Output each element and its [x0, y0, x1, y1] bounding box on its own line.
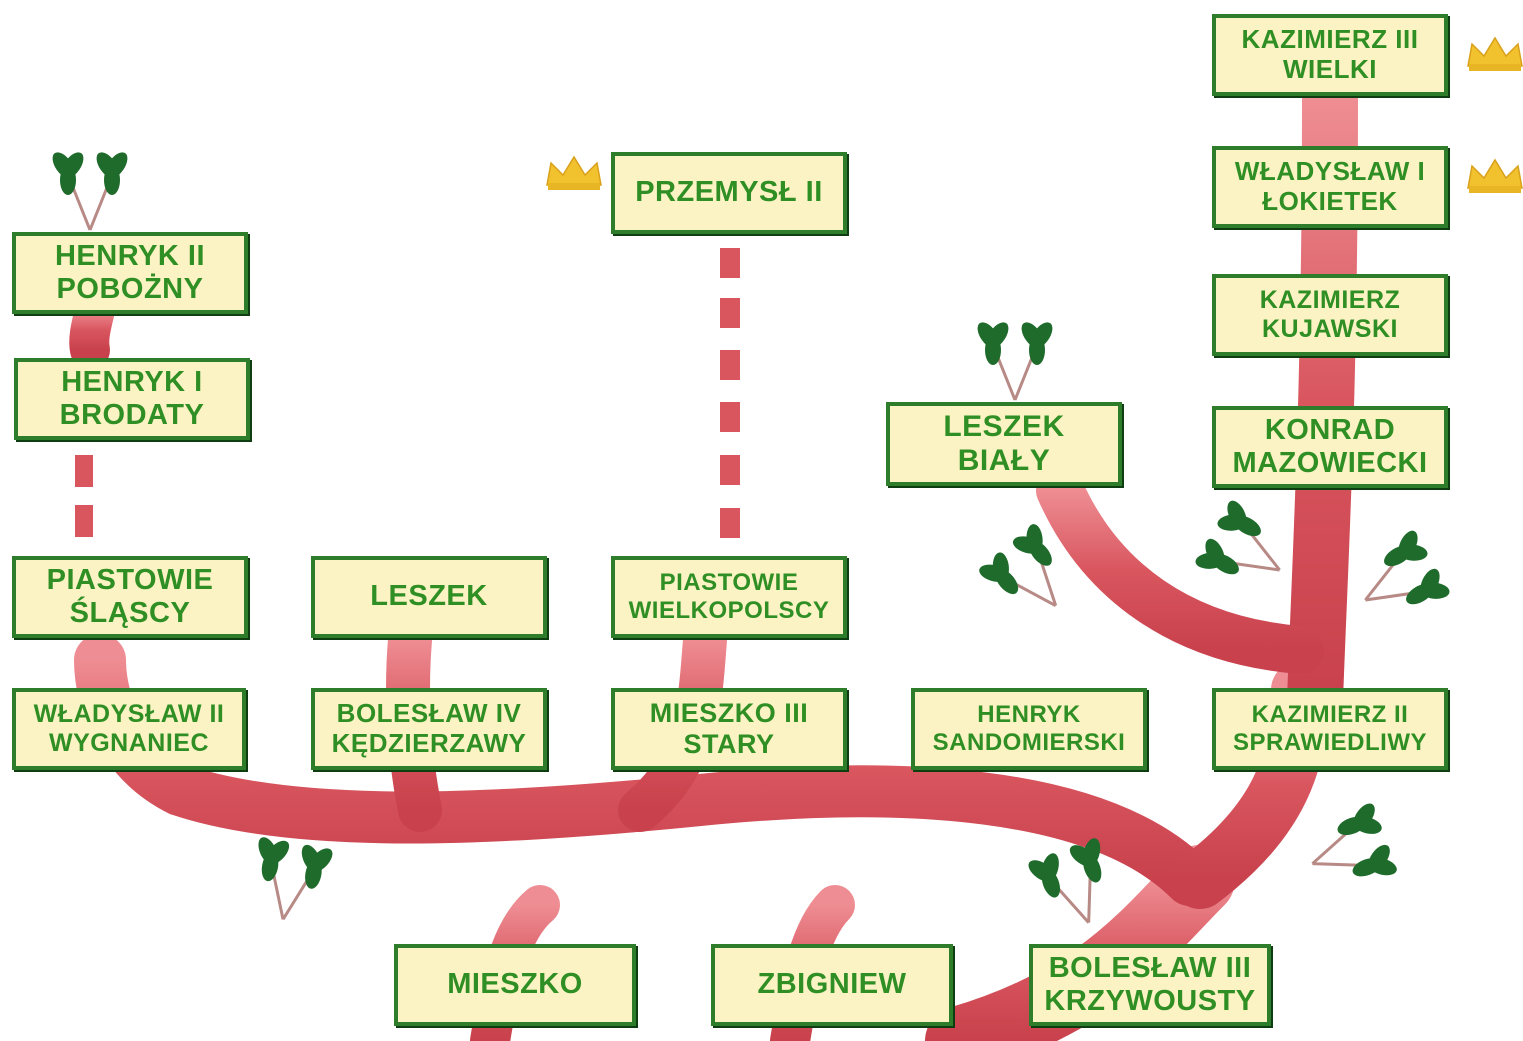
- branch-leszek-bialy: [1036, 466, 1324, 674]
- leaf-icon: [977, 322, 1053, 401]
- node-line: WYGNANIEC: [48, 729, 210, 757]
- node-line: ŚLĄSCY: [69, 597, 191, 629]
- node-przemysl-ii: PRZEMYSŁ II: [611, 152, 847, 234]
- node-line: LESZEK: [370, 580, 488, 613]
- crown-icon: [1467, 36, 1523, 71]
- leaf-icon: [1364, 530, 1450, 605]
- node-line: SPRAWIEDLIWY: [1232, 729, 1427, 756]
- node-line: HENRYK I: [61, 365, 203, 398]
- node-line: WIELKI: [1283, 54, 1377, 84]
- leaf-icon: [1028, 838, 1102, 924]
- node-line: BOLESŁAW IV: [336, 698, 522, 729]
- crown-icon: [546, 155, 602, 190]
- node-line: MIESZKO: [447, 968, 583, 1001]
- node-line: WŁADYSŁAW II: [33, 700, 225, 729]
- node-line: SANDOMIERSKI: [932, 729, 1126, 756]
- leaf-icon: [1195, 500, 1281, 575]
- node-line: WŁADYSŁAW I: [1234, 156, 1426, 187]
- node-line: BOLESŁAW III: [1048, 951, 1252, 984]
- node-line: KUJAWSKI: [1262, 315, 1398, 343]
- leaf-icon: [1311, 803, 1397, 877]
- leaf-icon: [52, 152, 128, 231]
- node-line: POBOŻNY: [56, 273, 204, 305]
- node-line: ZBIGNIEW: [757, 968, 907, 1001]
- node-line: KAZIMIERZ II: [1251, 701, 1409, 729]
- node-line: LESZEK: [943, 409, 1065, 443]
- node-line: PRZEMYSŁ II: [635, 176, 823, 209]
- crown-icon: [1467, 158, 1523, 193]
- node-line: MIESZKO III: [649, 697, 809, 728]
- leaf-icon: [979, 524, 1058, 607]
- node-line: BRODATY: [59, 399, 205, 431]
- node-line: MAZOWIECKI: [1232, 447, 1428, 479]
- node-leszek: LESZEK: [311, 556, 547, 638]
- branch-henryk1: [69, 290, 115, 370]
- dashed-lineage: [75, 248, 740, 538]
- node-line: WIELKOPOLSCY: [628, 597, 830, 624]
- node-line: ŁOKIETEK: [1262, 186, 1398, 216]
- node-line: KAZIMIERZ III: [1241, 24, 1419, 55]
- node-line: PIASTOWIE: [659, 569, 799, 597]
- node-line: KAZIMIERZ: [1259, 286, 1401, 315]
- node-line: STARY: [683, 729, 775, 759]
- leaf-icon: [258, 837, 333, 921]
- node-line: KRZYWOUSTY: [1044, 985, 1256, 1017]
- node-line: KĘDZIERZAWY: [331, 728, 527, 758]
- node-line: BIAŁY: [957, 444, 1051, 477]
- node-line: HENRYK II: [54, 239, 206, 272]
- node-line: KONRAD: [1264, 413, 1396, 446]
- node-line: HENRYK: [977, 701, 1081, 729]
- node-mieszko: MIESZKO: [394, 944, 636, 1026]
- node-zbigniew: ZBIGNIEW: [711, 944, 953, 1026]
- node-line: PIASTOWIE: [46, 563, 214, 596]
